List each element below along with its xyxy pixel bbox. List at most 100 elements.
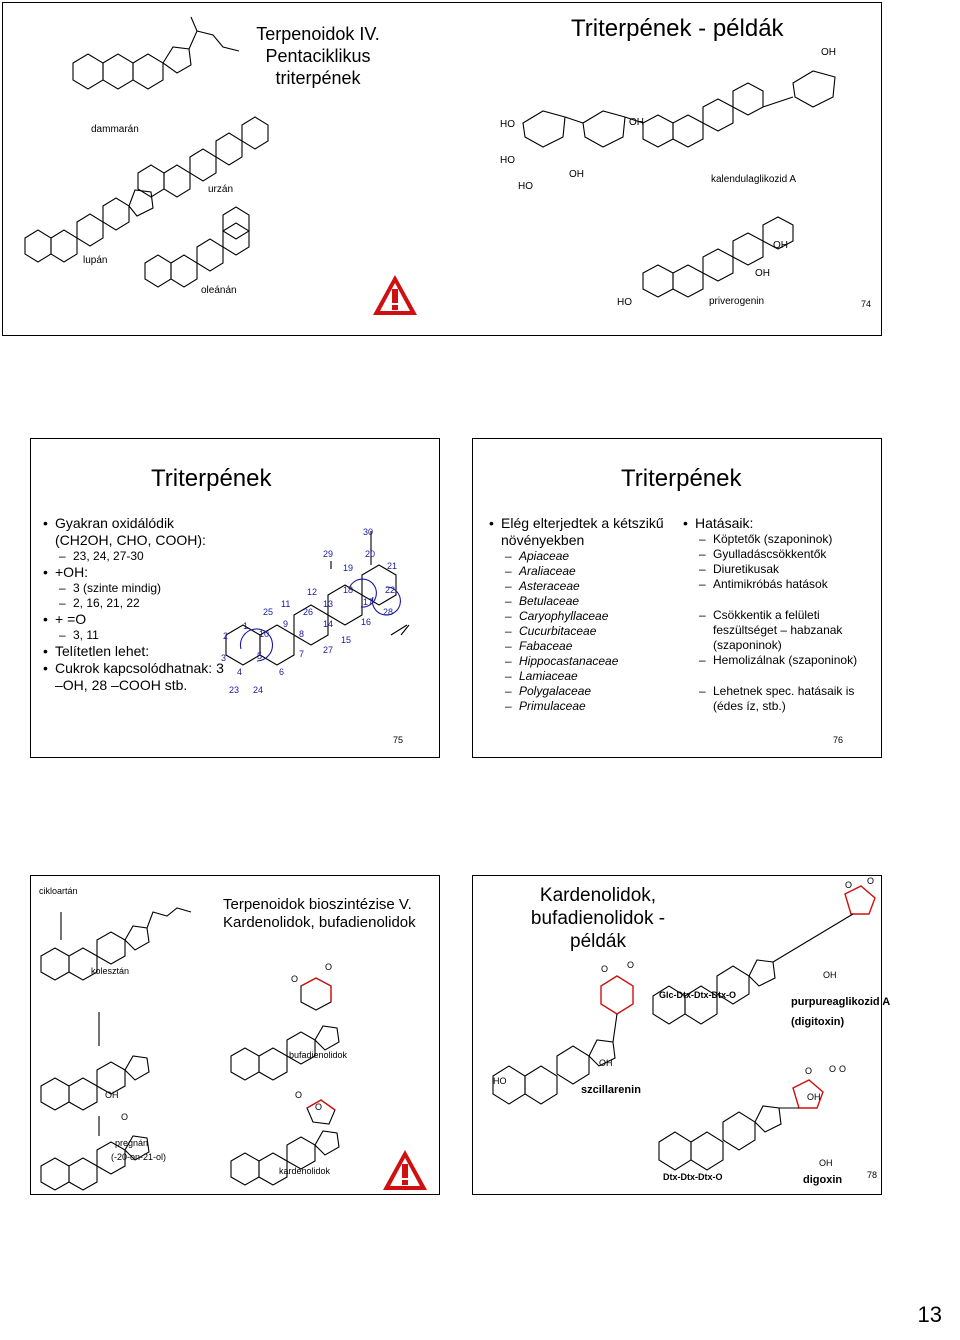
carbon-number: 20 (365, 549, 376, 559)
carbon-number: 6 (279, 667, 285, 677)
carbon-number: 12 (307, 587, 318, 597)
svg-text:O: O (121, 1112, 128, 1122)
carbon-number: 7 (299, 649, 305, 659)
slide74-title-right: Triterpének - példák (571, 15, 784, 42)
carbon-number: 16 (361, 617, 372, 627)
carbon-number: 28 (383, 607, 394, 617)
svg-text:HO: HO (500, 119, 515, 130)
svg-text:OH: OH (807, 1092, 821, 1102)
carbon-number: 5 (257, 651, 263, 661)
effect-item: Hemolizálnak (szaponinok) (683, 653, 873, 668)
svg-text:HO: HO (493, 1076, 507, 1086)
label-lupan: lupán (83, 255, 108, 266)
svg-text:OH: OH (105, 1090, 119, 1100)
carbon-number: 27 (323, 645, 334, 655)
sugar-chain-2: Dtx-Dtx-Dtx-O (663, 1172, 723, 1182)
svg-text:OH: OH (629, 117, 644, 128)
effect-item: Gyulladáscsökkentők (683, 547, 873, 562)
slide75-bullets: Gyakran oxidálódik (CH2OH, CHO, COOH): 2… (43, 515, 233, 694)
carbon-number: 24 (253, 685, 264, 695)
svg-text:OH: OH (569, 169, 584, 180)
effect-item: Köptetők (szaponinok) (683, 532, 873, 547)
slide-76: Triterpének Elég elterjedtek a kétszikű … (472, 438, 882, 758)
effect-item: Diuretikusak (683, 562, 873, 577)
slide-number: 78 (867, 1170, 878, 1180)
svg-text:OH: OH (823, 970, 837, 980)
carbon-number: 10 (259, 629, 270, 639)
label-szcillarenin: szcillarenin (581, 1084, 641, 1096)
slide76-col1: Elég elterjedtek a kétszikű növényekben … (489, 515, 674, 714)
carbon-number: 13 (323, 599, 334, 609)
effect-item: Csökkentik a felületi feszültséget – hab… (683, 608, 873, 653)
svg-text:O: O (601, 964, 608, 974)
svg-text:O: O (845, 880, 852, 890)
carbon-number: 9 (283, 619, 289, 629)
carbon-number: 4 (237, 667, 243, 677)
slide78-title: Kardenolidok, bufadienolidok - példák (530, 885, 666, 952)
label-kalendulaglikozid: kalendulaglikozid A (711, 174, 797, 185)
slide-number: 76 (833, 735, 844, 745)
numbered-skeleton (225, 531, 410, 666)
svg-text:OH: OH (773, 240, 788, 251)
bullet: Telítetlen lehet: (43, 643, 233, 660)
carbon-number: 26 (303, 607, 314, 617)
carbon-number: 14 (323, 619, 334, 629)
carbon-number: 3 (221, 653, 227, 663)
warning-icon (373, 275, 417, 315)
label-kardenolidok: kardenolidok (279, 1166, 331, 1176)
slide-74: Terpenoidok IV. Pentaciklikus triterpéne… (2, 2, 882, 336)
family-item: Betulaceae (489, 594, 674, 609)
slide-number: 75 (393, 735, 404, 745)
svg-text:O: O (291, 974, 298, 984)
carbon-number: 18 (343, 585, 354, 595)
slide74-title-left: Terpenoidok IV. Pentaciklikus triterpéne… (256, 24, 380, 88)
family-item: Fabaceae (489, 639, 674, 654)
carbon-number: 21 (387, 561, 398, 571)
carbon-number: 25 (263, 607, 274, 617)
effect-item: Antimikróbás hatások (683, 577, 873, 592)
slide77-title: Terpenoidok bioszintézise V. Kardenolido… (223, 896, 416, 931)
label-cikloartan: cikloartán (39, 886, 78, 896)
carbon-number: 23 (229, 685, 240, 695)
svg-text:HO: HO (500, 155, 515, 166)
family-item: Cucurbitaceae (489, 624, 674, 639)
bullet: 3, 11 (43, 628, 233, 643)
svg-text:O: O (315, 1102, 322, 1112)
slide75-title: Triterpének (151, 465, 272, 492)
svg-text:HO: HO (518, 181, 533, 192)
bullet: + =O (43, 611, 233, 628)
bullet: Gyakran oxidálódik (CH2OH, CHO, COOH): (43, 515, 233, 549)
label-priverogenin: priverogenin (709, 296, 765, 307)
bullet: 23, 24, 27-30 (43, 549, 233, 564)
family-item: Apiaceae (489, 549, 674, 564)
col1-heading: Elég elterjedtek a kétszikű növényekben (489, 515, 674, 549)
svg-text:O: O (867, 876, 874, 886)
bullet: Cukrok kapcsolódhatnak: 3 –OH, 28 –COOH … (43, 660, 233, 694)
svg-text:OH: OH (755, 268, 770, 279)
label-digitoxin: (digitoxin) (791, 1016, 845, 1028)
sugar-chain-1: Glc-Dtx-Dtx-Dtx-O (659, 990, 737, 1000)
svg-text:OH: OH (821, 47, 836, 58)
label-digoxin: digoxin (803, 1174, 843, 1186)
carbon-number: 29 (323, 549, 334, 559)
slide76-col2: Hatásaik: Köptetők (szaponinok) Gyulladá… (683, 515, 873, 714)
label-dammaran: dammarán (91, 124, 139, 135)
label-pregnan: pregnán (115, 1138, 149, 1148)
label-purpureaglikozid: purpureaglikozid A (791, 996, 891, 1008)
label-20-on-21-ol: (-20-on-21-ol) (111, 1152, 167, 1162)
bullet: 2, 16, 21, 22 (43, 596, 233, 611)
triterpene-structures: OH OH OH HO HO HO HO OH OH (24, 16, 836, 308)
svg-text:O: O (325, 962, 332, 972)
svg-text:O: O (839, 1064, 846, 1074)
svg-text:OH: OH (819, 1158, 833, 1168)
carbon-number: 2 (223, 631, 229, 641)
family-item: Araliaceae (489, 564, 674, 579)
family-item: Asteraceae (489, 579, 674, 594)
carbon-number: 1 (243, 621, 249, 631)
svg-text:O: O (829, 1064, 836, 1074)
slide-number: 74 (861, 299, 872, 309)
family-item: Primulaceae (489, 699, 674, 714)
col2-heading: Hatásaik: (683, 515, 873, 532)
carbon-number: 22 (385, 585, 396, 595)
label-oleanan: oleánán (201, 285, 237, 296)
